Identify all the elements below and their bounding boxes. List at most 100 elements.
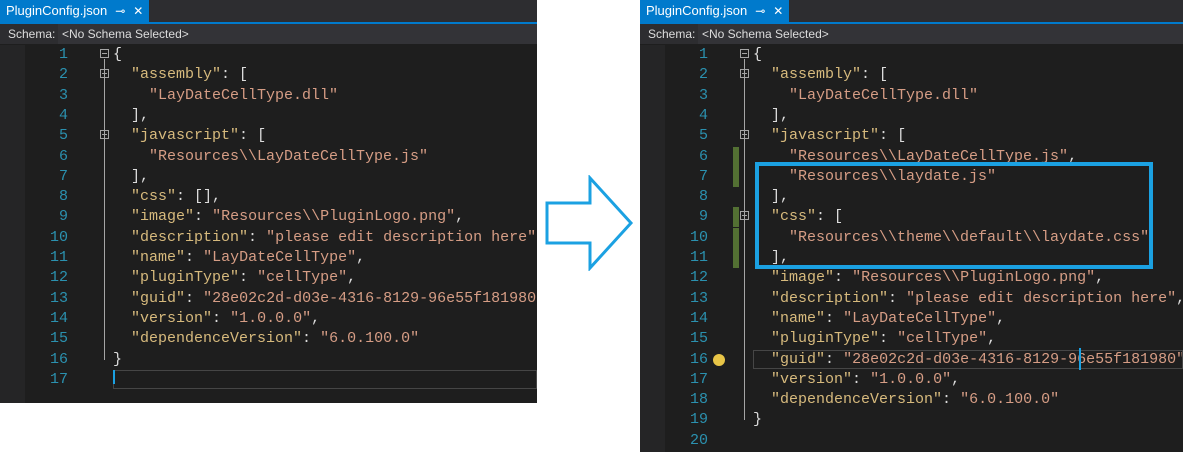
punctuation [113,269,131,286]
code-line: 3 "LayDateCellType.dll" [0,86,537,106]
line-number: 4 [58,106,68,124]
punctuation: , [311,309,321,327]
schema-label: Schema: [8,27,56,41]
schema-select[interactable]: <No Schema Selected> [698,24,1183,44]
json-string: "cellType" [257,269,348,287]
json-string: "LayDateCellType" [203,249,357,266]
current-line [113,369,537,389]
json-string: "LayDateCellType" [843,309,997,327]
punctuation [888,330,897,347]
punctuation: : [888,289,898,307]
punctuation: : [239,127,249,145]
text-cursor [113,369,115,384]
code-text: "Resources\\laydate.js" [753,167,996,187]
code-text: "pluginType": "cellType", [753,329,996,349]
punctuation: : [302,330,312,348]
code-text: } [753,410,762,430]
line-number: 16 [49,350,68,368]
line-number: 11 [689,249,708,266]
lightbulb-icon[interactable] [713,353,725,366]
code-editor[interactable]: 1{2 "assembly": [3 "LayDateCellType.dll"… [640,45,1183,452]
code-line: 10 "description": "please edit descripti… [0,228,537,248]
json-string: "Resources\\PluginLogo.png" [212,208,456,226]
line-number: 13 [49,289,68,307]
json-string: "28e02c2d-d03e-4316-8129-96e55f181980" [203,289,537,307]
json-string: "please edit description here" [906,289,1177,307]
punctuation [113,188,131,205]
schema-select[interactable]: <No Schema Selected> [58,24,537,44]
json-key: "version" [131,309,213,327]
json-key: "name" [771,309,826,327]
punctuation [113,330,131,347]
collapse-icon[interactable] [100,69,109,79]
code-editor[interactable]: 1{2 "assembly": [3 "LayDateCellType.dll"… [0,45,537,403]
json-key: "assembly" [131,66,222,84]
editor-after: PluginConfig.json ⊸ ✕ Schema: <No Schema… [640,0,1183,452]
punctuation [113,127,131,144]
punctuation: { [753,46,763,63]
schema-bar: Schema: <No Schema Selected> [640,24,1183,44]
punctuation: } [753,411,763,429]
punctuation: : [816,208,826,226]
code-line: 7 "Resources\\laydate.js" [640,166,1183,187]
code-line: 19} [640,410,1183,430]
code-text: "guid": "28e02c2d-d03e-4316-8129-96e55f1… [113,289,537,309]
punctuation [753,290,771,307]
punctuation [861,371,870,388]
punctuation: : [879,330,889,348]
collapse-icon[interactable] [740,211,749,221]
code-line: 9 "image": "Resources\\PluginLogo.png", [0,207,537,227]
punctuation [113,249,131,266]
json-key: "javascript" [131,127,240,145]
punctuation: [ [870,66,889,84]
code-line: 18 "dependenceVersion": "6.0.100.0" [640,390,1183,410]
line-number: 15 [49,330,68,348]
close-icon[interactable]: ✕ [773,4,784,18]
punctuation: [ [888,127,907,145]
line-number: 13 [689,289,708,307]
code-line: 14 "version": "1.0.0.0", [0,309,537,329]
code-text: ], [113,167,149,187]
code-text: "dependenceVersion": "6.0.100.0" [753,390,1059,410]
code-text: ], [753,248,789,268]
line-number: 5 [698,127,708,145]
code-text: "Resources\\LayDateCellType.js" [113,147,428,167]
line-number: 2 [698,66,708,84]
code-text: "version": "1.0.0.0", [753,370,960,390]
json-key: "description" [131,228,249,246]
line-number: 6 [58,147,68,165]
json-string: "28e02c2d-d03e-4316-8129-96e55f181980" [843,350,1183,368]
change-marker [733,166,739,187]
schema-label: Schema: [648,27,696,41]
punctuation: : [194,208,204,226]
fold-guide [744,59,745,421]
code-text: { [113,45,122,65]
tab-pluginconfig[interactable]: PluginConfig.json ⊸ ✕ [640,0,790,22]
json-key: "pluginType" [131,269,240,287]
collapse-icon[interactable] [740,49,749,58]
pin-icon[interactable]: ⊸ [755,4,766,18]
pin-icon[interactable]: ⊸ [115,4,126,18]
json-key: "assembly" [771,66,862,84]
punctuation: ], [753,249,790,266]
line-number: 4 [698,106,708,124]
collapse-icon[interactable] [740,130,749,140]
punctuation [248,269,257,286]
tab-pluginconfig[interactable]: PluginConfig.json ⊸ ✕ [0,0,150,22]
json-key: "javascript" [771,127,880,145]
code-line: 5 "javascript": [ [640,126,1183,146]
code-text: "LayDateCellType.dll" [113,86,338,106]
collapse-icon[interactable] [100,130,109,140]
punctuation [113,208,131,225]
json-string: "Resources\\laydate.js" [789,167,997,185]
punctuation: , [455,208,465,226]
code-line: 1{ [0,45,537,65]
json-string: "6.0.100.0" [320,330,420,348]
collapse-icon[interactable] [740,69,749,79]
line-number: 17 [49,370,68,388]
collapse-icon[interactable] [100,49,109,58]
highlight-box [755,162,1153,269]
close-icon[interactable]: ✕ [133,4,144,18]
code-line: 9 "css": [ [640,207,1183,228]
punctuation: [ [230,66,249,84]
